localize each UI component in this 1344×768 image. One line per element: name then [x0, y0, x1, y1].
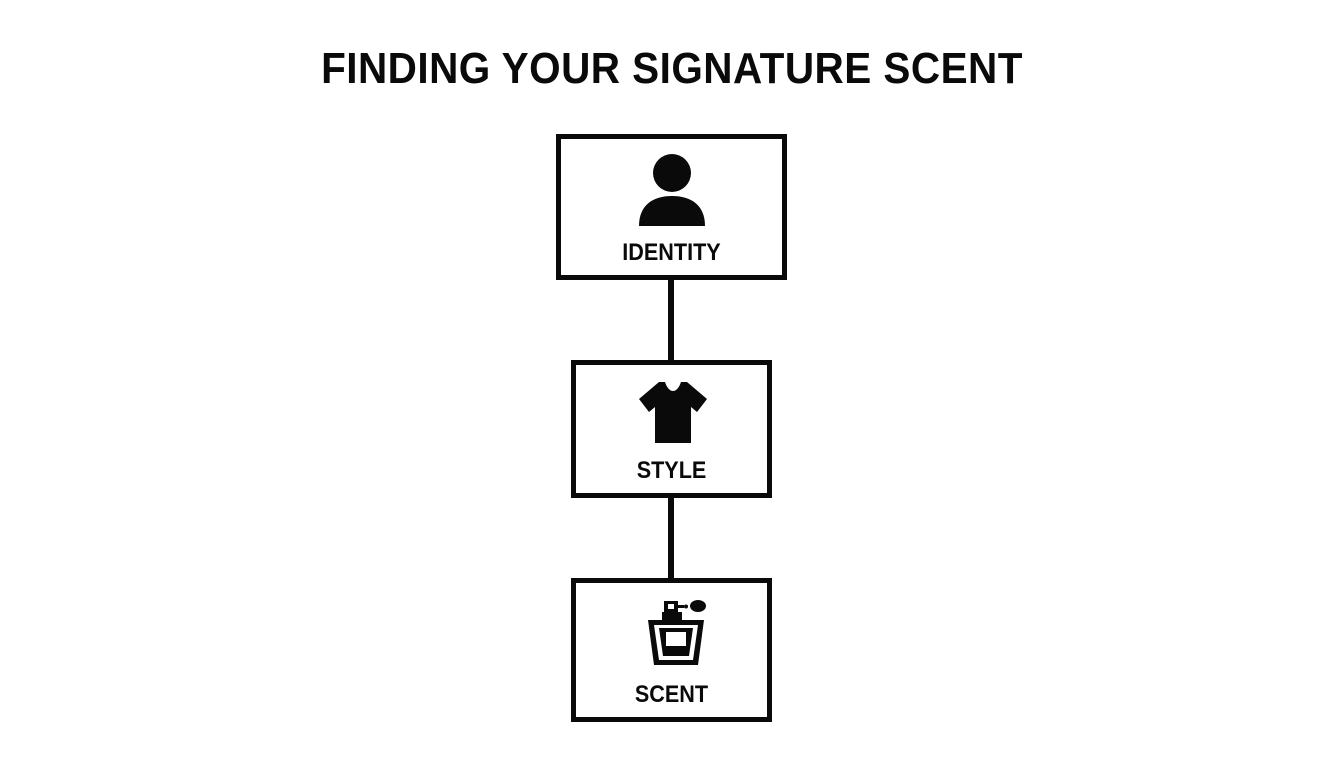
- perfume-bottle-icon: [648, 600, 706, 665]
- connector-identity-style: [668, 276, 674, 364]
- step-box-style: STYLE: [571, 360, 772, 498]
- step-label-identity: IDENTITY: [622, 239, 721, 266]
- person-icon: [639, 154, 705, 226]
- step-label-style: STYLE: [636, 457, 707, 484]
- step-label-scent: SCENT: [634, 681, 709, 708]
- connector-style-scent: [668, 494, 674, 582]
- step-box-scent: SCENT: [571, 578, 772, 722]
- diagram-title: FINDING YOUR SIGNATURE SCENT: [321, 44, 1023, 93]
- t-shirt-icon: [639, 382, 707, 443]
- step-box-identity: IDENTITY: [556, 134, 787, 280]
